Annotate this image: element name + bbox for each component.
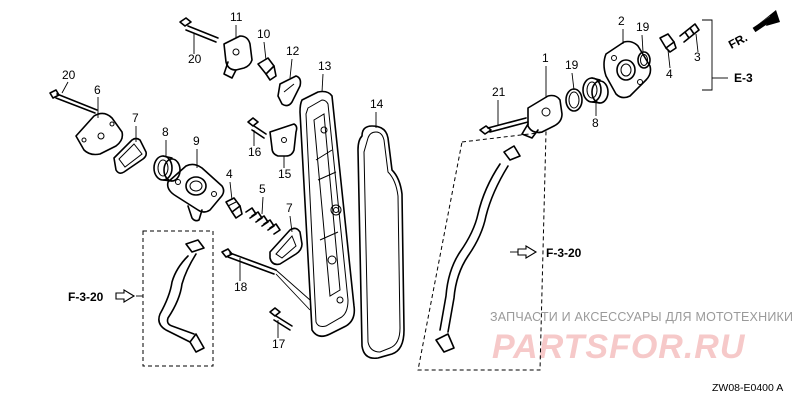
callout-6: 6 — [94, 83, 101, 97]
cover-13 — [299, 90, 356, 338]
bracket-11 — [223, 35, 253, 79]
watermark-logo: PARTSFOR.RU — [492, 328, 746, 366]
spring-3 — [679, 23, 700, 43]
seal-8-right — [582, 77, 609, 104]
callout-4-left: 4 — [226, 167, 233, 181]
bolt-16 — [247, 117, 267, 139]
callout-7-lower: 7 — [286, 201, 293, 215]
callout-9: 9 — [193, 134, 200, 148]
hose-group-box-left — [142, 230, 214, 367]
fitting-10 — [257, 57, 277, 81]
front-arrow-icon — [752, 10, 780, 33]
ref-f-3-20-right: F-3-20 — [546, 246, 582, 260]
callout-8-right: 8 — [592, 116, 599, 130]
gasket-14 — [357, 125, 405, 360]
callout-11: 11 — [230, 10, 243, 24]
ref-arrow-right — [517, 245, 538, 259]
callout-4-right: 4 — [666, 67, 673, 81]
callout-14: 14 — [370, 97, 384, 111]
o-ring-19-lower — [565, 88, 583, 112]
callout-18: 18 — [234, 280, 248, 294]
front-label: FR. — [726, 30, 750, 51]
bolt-17 — [269, 307, 293, 331]
callout-20-left: 20 — [62, 68, 76, 82]
bolt-20-left — [49, 89, 98, 114]
callout-15: 15 — [278, 167, 292, 181]
callout-10: 10 — [257, 27, 271, 41]
callout-2: 2 — [618, 14, 625, 28]
bracket-15 — [269, 123, 298, 157]
ref-arrow-left — [115, 289, 136, 303]
callout-16: 16 — [248, 145, 262, 159]
spring-5 — [245, 207, 281, 235]
callout-17: 17 — [272, 337, 286, 351]
water-hose-left — [158, 239, 205, 353]
fitting-1 — [521, 94, 563, 139]
gasket-plate-6 — [75, 112, 124, 156]
callout-21: 21 — [492, 85, 506, 99]
gasket-7-lower — [269, 227, 303, 266]
ref-f-3-20-left: F-3-20 — [68, 290, 104, 304]
clip-12 — [277, 75, 302, 107]
ref-e-3: E-3 — [734, 71, 753, 85]
callout-7-upper: 7 — [132, 111, 139, 125]
callout-1: 1 — [542, 51, 549, 65]
callout-20-top: 20 — [188, 52, 202, 66]
seal-8-left — [153, 155, 181, 182]
bolt-20-top — [179, 17, 219, 43]
bolt-21 — [479, 117, 529, 135]
callout-13: 13 — [318, 59, 332, 73]
e3-bracket — [702, 19, 713, 91]
fitting-4-left — [225, 197, 243, 219]
housing-2 — [603, 40, 652, 99]
callout-8-left: 8 — [162, 125, 169, 139]
callout-3: 3 — [694, 50, 701, 64]
hose-group-box-right — [417, 131, 547, 371]
bolt-18 — [221, 248, 277, 275]
callout-5: 5 — [259, 182, 266, 196]
watermark-tagline: ЗАПЧАСТИ И АКСЕССУАРЫ ДЛЯ МОТОТЕХНИКИ — [490, 310, 793, 324]
diagram-code: ZW08-E0400 A — [712, 382, 783, 394]
callout-19-lower: 19 — [565, 58, 579, 72]
water-hose-right — [435, 145, 521, 353]
callout-19-upper: 19 — [636, 20, 650, 34]
fitting-4-right — [659, 33, 677, 53]
callout-12: 12 — [286, 44, 300, 58]
outlet-housing-9 — [166, 163, 225, 222]
o-ring-19-upper — [637, 51, 651, 69]
